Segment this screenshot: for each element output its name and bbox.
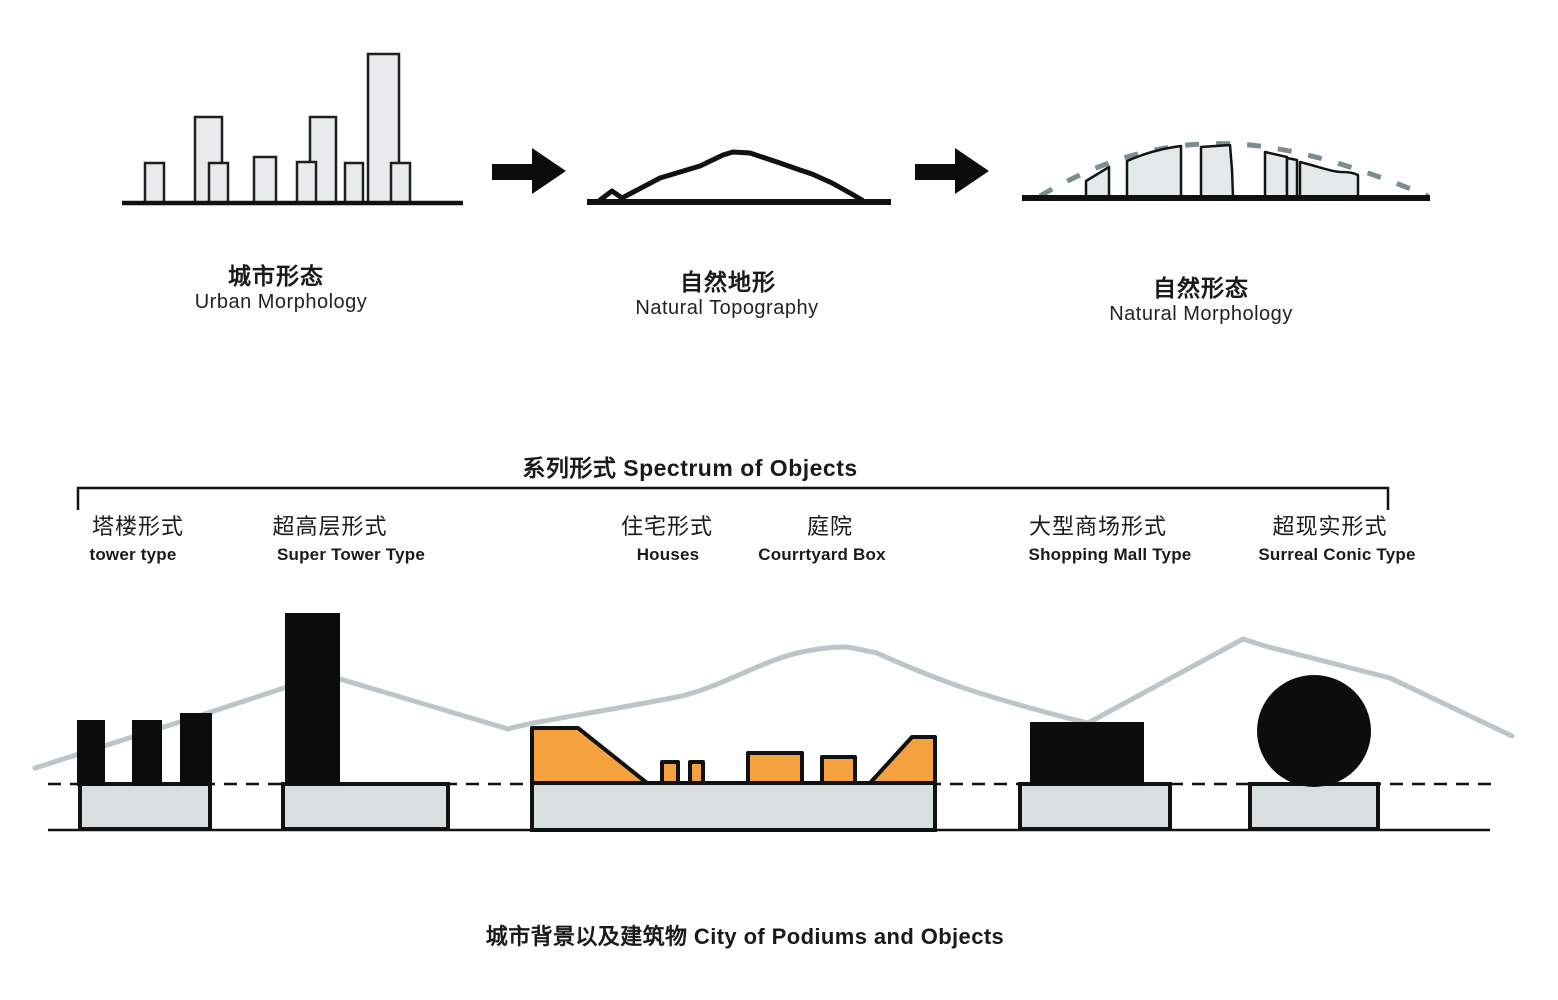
arc-building bbox=[1125, 144, 1183, 199]
urban-morphology-title-en: Urban Morphology bbox=[194, 291, 368, 313]
category-tower-type-en: tower type bbox=[89, 545, 177, 564]
natural-morphology-title-cn: 自然形态 bbox=[1153, 275, 1249, 301]
house-box bbox=[688, 760, 705, 785]
spectrum-bracket bbox=[76, 486, 1390, 510]
dashed-arc bbox=[1038, 141, 1429, 199]
category-tower-type-cn: 塔楼形式 bbox=[91, 514, 185, 539]
arc-building bbox=[1084, 165, 1111, 199]
urban-bar bbox=[295, 160, 318, 205]
natural-morphology-drawing bbox=[1022, 141, 1430, 201]
arc-building bbox=[1199, 143, 1235, 199]
podium bbox=[1248, 782, 1380, 831]
natural-topography-title-cn: 自然地形 bbox=[680, 269, 776, 295]
category-surreal-conic-en: Surreal Conic Type bbox=[1258, 545, 1416, 564]
arrow-right-icon bbox=[915, 148, 989, 194]
arc-building bbox=[1298, 160, 1360, 199]
courtyard-box bbox=[746, 751, 804, 785]
category-houses-cn: 住宅形式 bbox=[620, 514, 714, 539]
courtyard-box bbox=[820, 755, 857, 785]
podium bbox=[78, 782, 212, 831]
category-courtyard-cn: 庭院 bbox=[806, 514, 854, 539]
category-houses-en: Houses bbox=[636, 545, 700, 564]
city-of-podiums-drawing bbox=[32, 613, 1515, 832]
tower-block bbox=[132, 720, 162, 786]
urban-morphology-title-cn: 城市形态 bbox=[228, 263, 324, 289]
shopping-mall-block bbox=[1030, 722, 1144, 785]
urban-bar bbox=[252, 155, 278, 205]
natural-topography-title-en: Natural Topography bbox=[635, 297, 819, 319]
category-surreal-conic-cn: 超现实形式 bbox=[1272, 514, 1388, 539]
tower-block bbox=[77, 720, 105, 786]
category-super-tower-en: Super Tower Type bbox=[276, 545, 426, 564]
category-shopping-mall-en: Shopping Mall Type bbox=[1028, 545, 1192, 564]
natural-morphology-title-en: Natural Morphology bbox=[1109, 303, 1293, 325]
category-super-tower-cn: 超高层形式 bbox=[272, 514, 388, 539]
spectrum-title: 系列形式 Spectrum of Objects bbox=[522, 455, 858, 481]
mountain-outline bbox=[597, 149, 865, 203]
urban-bar bbox=[343, 161, 365, 205]
surreal-sphere bbox=[1257, 675, 1371, 787]
tower-block bbox=[180, 713, 212, 786]
bottom-caption: 城市背景以及建筑物 City of Podiums and Objects bbox=[485, 924, 1005, 949]
arrow-right-icon bbox=[492, 148, 566, 194]
urban-bar bbox=[389, 161, 412, 205]
natural-topography-drawing bbox=[587, 149, 891, 205]
podium bbox=[530, 781, 937, 832]
super-tower-block bbox=[285, 613, 340, 785]
terrain-profile-line bbox=[32, 636, 1515, 771]
arc-building bbox=[1285, 156, 1299, 199]
urban-bar bbox=[143, 161, 166, 205]
house-box bbox=[660, 760, 680, 785]
house-wedge bbox=[530, 726, 649, 785]
house-wedge bbox=[868, 735, 937, 785]
category-shopping-mall-cn: 大型商场形式 bbox=[1028, 514, 1168, 539]
podium bbox=[281, 782, 450, 831]
category-courtyard-en: Courrtyard Box bbox=[758, 545, 886, 564]
urban-bar bbox=[207, 161, 230, 205]
podium bbox=[1018, 782, 1172, 831]
urban-morphology-drawing bbox=[122, 52, 463, 206]
arc-building bbox=[1263, 150, 1289, 199]
